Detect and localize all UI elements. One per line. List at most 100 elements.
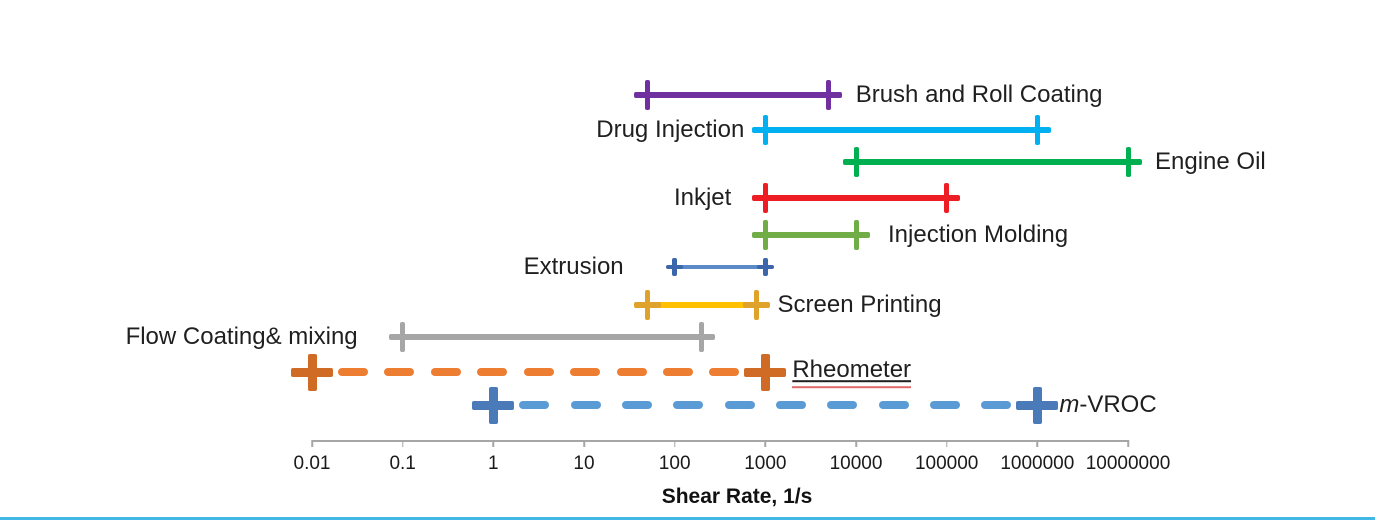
x-axis-tick [492,440,495,447]
x-axis-tick-label: 100000 [914,453,979,474]
x-axis-tick [401,440,404,447]
series-line [647,92,829,98]
series-dash [673,401,704,409]
series-marker-plus [762,258,768,276]
series-label-flow-coating-mixing: Flow Coating& mixing [125,323,358,351]
series-label-drug-injection: Drug Injection [596,116,745,144]
x-axis-tick-label: 1000000 [1000,453,1075,474]
series-dash [570,401,601,409]
x-axis-tick-label: 100 [658,453,691,474]
series-marker-plus [633,92,661,98]
series-label-screen-printing: Screen Printing [777,291,942,319]
series-marker-plus [307,353,317,391]
series-marker-plus [672,258,678,276]
series-marker-plus [756,265,774,269]
series-line [765,127,1038,133]
series-label-m-vroc: m-VROC [1059,391,1157,419]
series-marker-plus [1023,127,1051,133]
series-line [765,232,856,238]
series-marker-plus [400,322,406,352]
series-dash [662,368,693,376]
series-dash [622,401,652,409]
series-marker-plus [762,183,768,213]
series-dash [776,401,806,409]
series-marker-plus [644,80,650,110]
series-label-inkjet: Inkjet [673,184,732,212]
series-marker-plus [389,334,417,340]
series-dash [338,368,368,376]
series-dash [384,368,415,376]
x-axis-tick [764,440,767,447]
series-label-brush-and-roll-coating: Brush and Roll Coating [855,81,1103,109]
x-axis-tick-label: 10 [573,453,595,474]
series-label-injection-molding: Injection Molding [888,221,1069,249]
series-marker-plus [1125,147,1131,177]
series-marker-plus [699,322,705,352]
series-marker-plus [853,147,859,177]
series-dash [878,401,909,409]
series-marker-plus [472,400,515,410]
series-line [856,159,1128,165]
x-axis-tick-label: 0.01 [293,453,331,474]
series-marker-plus [291,367,333,377]
series-marker-plus [762,115,768,145]
series-marker-plus [842,232,870,238]
series-dash [709,368,740,376]
series-dash [523,368,554,376]
series-marker-plus [826,80,832,110]
x-axis-tick [945,440,948,447]
series-marker-plus [1034,115,1040,145]
series-marker-plus [1114,159,1142,165]
x-axis-tick [855,440,857,447]
series-line [402,334,702,340]
series-marker-plus [744,367,787,377]
x-axis-tick-label: 10000000 [1085,453,1171,474]
x-axis-tick [583,440,585,447]
series-marker-plus [644,290,650,320]
series-dash [981,401,1012,409]
series-marker-plus [760,353,770,391]
series-marker-plus [853,220,859,250]
series-marker-plus [762,220,768,250]
series-marker-plus [842,159,870,165]
bottom-accent-line [0,517,1375,520]
series-label-rheometer: Rheometer [792,356,912,388]
x-axis-tick [311,440,313,447]
series-marker-plus [633,302,661,308]
series-marker-plus [815,92,843,98]
x-axis-tick-label: 0.1 [389,453,416,474]
series-dash [930,401,960,409]
series-label-engine-oil: Engine Oil [1155,148,1266,176]
series-marker-plus [751,127,779,133]
series-marker-plus [666,265,684,269]
series-marker-plus [743,302,771,308]
series-marker-plus [1016,400,1059,410]
series-marker-plus [1032,386,1042,424]
series-marker-plus [751,195,779,201]
x-axis-title: Shear Rate, 1/s [661,485,813,508]
x-axis-tick [673,440,676,447]
series-dash [477,368,508,376]
series-dash [430,368,461,376]
x-axis-tick-label: 1000 [744,453,787,474]
series-marker-plus [751,232,779,238]
series-marker-plus [944,183,950,213]
series-dash [519,401,550,409]
series-line [765,195,947,201]
series-marker-plus [754,290,760,320]
series-line [647,302,757,308]
series-dash [570,368,601,376]
x-axis-tick-label: 1 [488,453,499,474]
series-dash [827,401,858,409]
